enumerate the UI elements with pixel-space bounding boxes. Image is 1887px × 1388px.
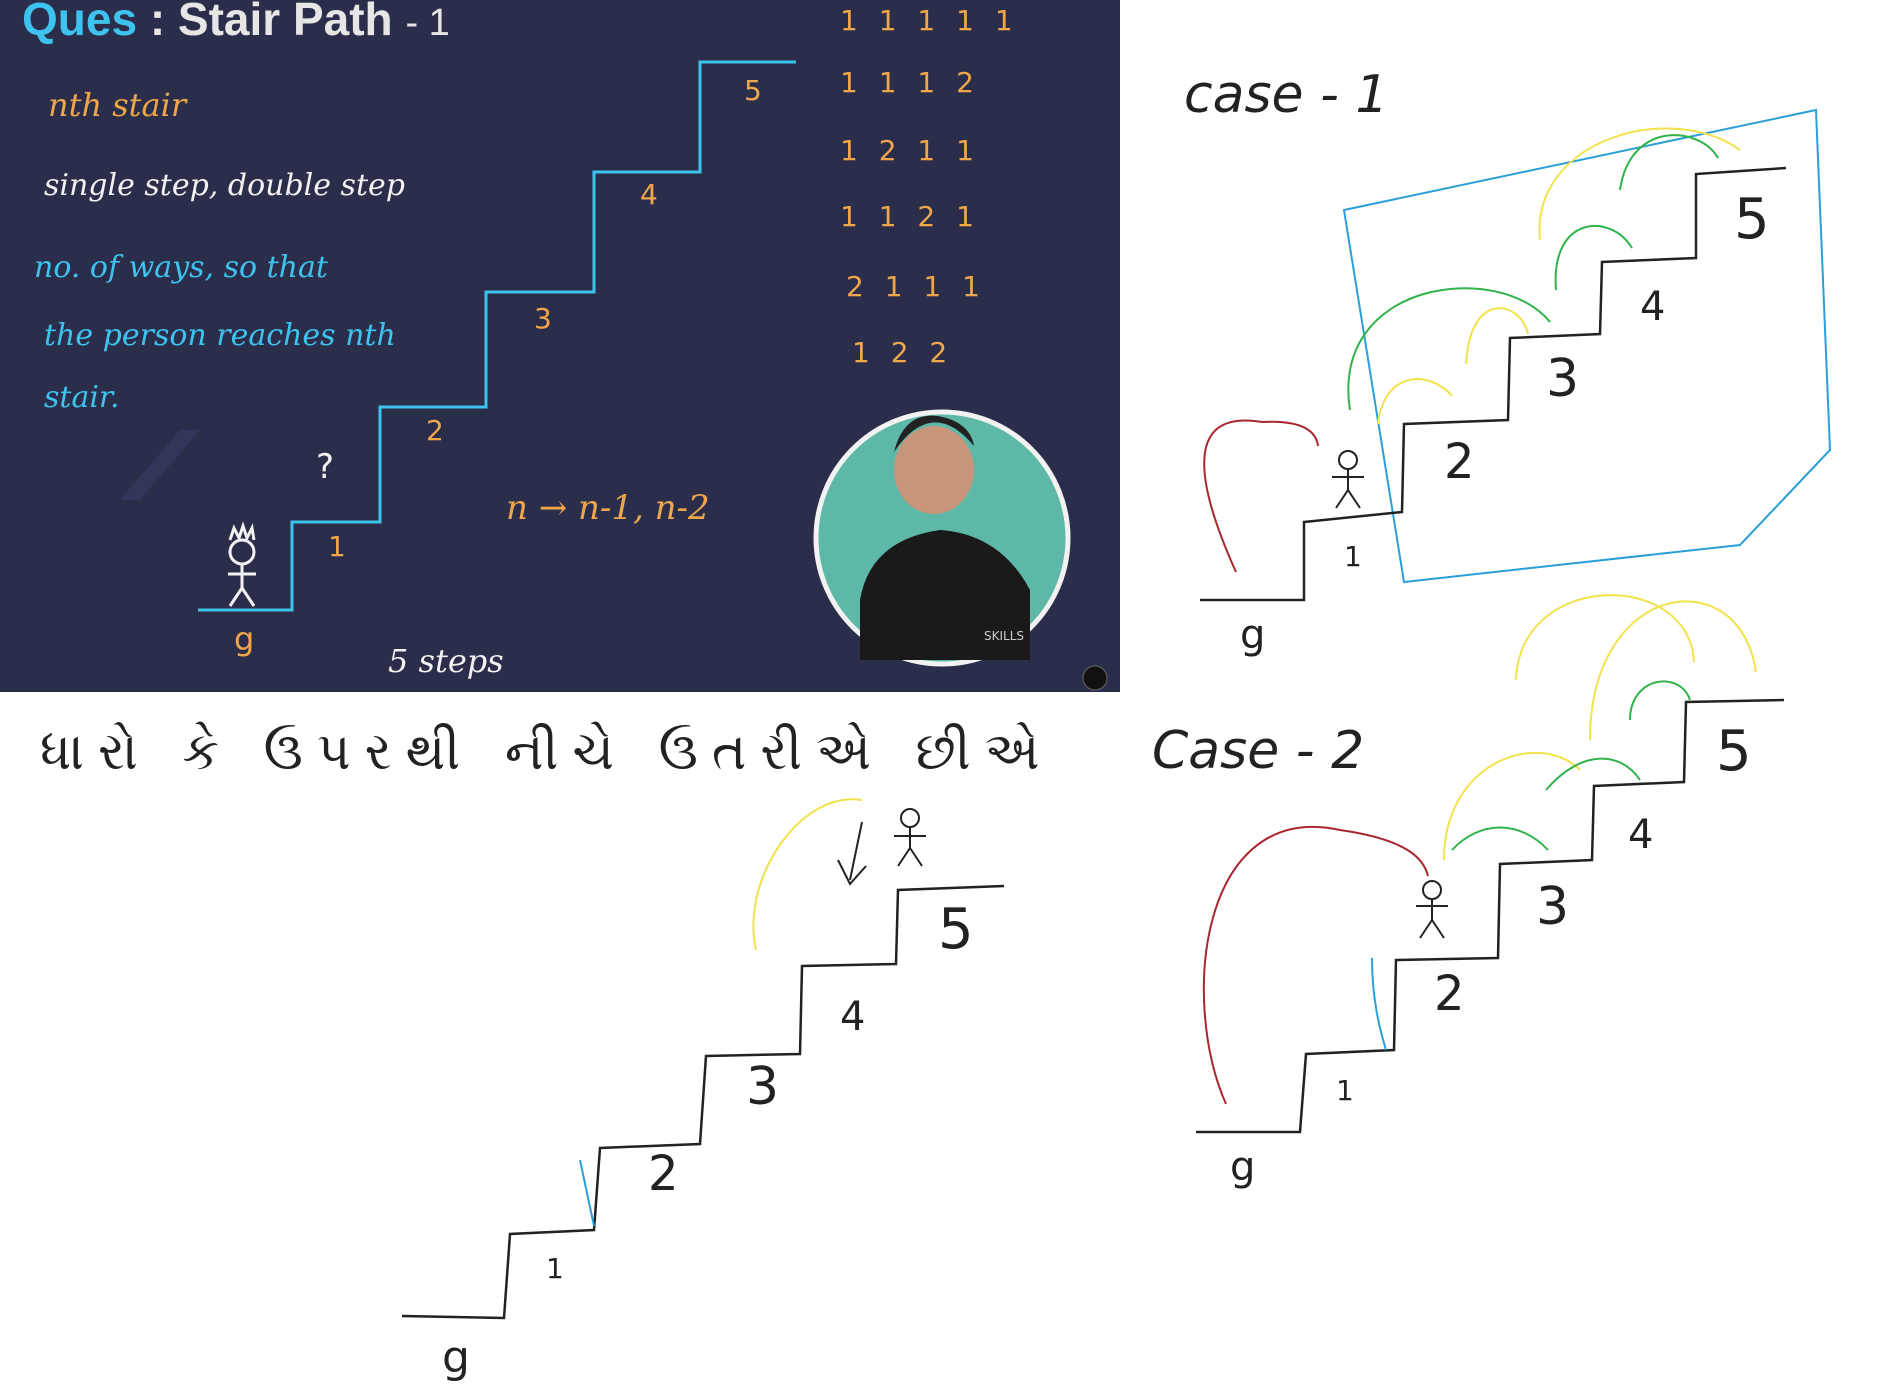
question-mark: ? [316, 447, 334, 487]
case-1-stair-5: 5 [1734, 187, 1770, 252]
case-2-yellow-arrow-b [1515, 594, 1695, 681]
case-1-red-arrow [1203, 419, 1319, 573]
shirt-badge: SKILLS [984, 629, 1024, 643]
channel-logo-icon [1082, 665, 1108, 691]
case-2-green-arrow-b [1545, 757, 1641, 791]
stair-number-2: 2 [426, 414, 444, 447]
case-2-cyan-mark [1371, 957, 1387, 1051]
case-2-yellow-arrow-a [1443, 751, 1581, 861]
stair-number-3: 3 [534, 302, 552, 335]
combo-5: 2 1 1 1 [846, 270, 986, 303]
case-2-label: Case - 2 [1152, 721, 1364, 781]
case-1-stick-figure [1332, 450, 1364, 509]
stick-figure [228, 521, 256, 607]
combo-1: 1 1 1 1 1 [840, 4, 1019, 37]
step-types-note: single step, double step [44, 168, 405, 203]
blue-staircase-line [198, 60, 796, 612]
case-1-yellow-arrow-c [1538, 127, 1741, 241]
down-arrow-icon [837, 821, 867, 886]
case-2-staircase [1196, 698, 1785, 1134]
title-main: : Stair Path [149, 0, 393, 45]
descending-stair-1: 1 [546, 1252, 564, 1285]
combo-3: 1 2 1 1 [840, 134, 980, 167]
combo-6: 1 2 2 [852, 336, 953, 369]
case-1-ground: g [1240, 612, 1265, 658]
case-2-green-arrow-a [1451, 826, 1549, 851]
nth-stair-note: nth stair [48, 86, 187, 124]
goal-line-3: stair. [44, 380, 120, 415]
descending-stair-2: 2 [648, 1146, 679, 1202]
yellow-descend-arrow [752, 798, 863, 951]
goal-line-1: no. of ways, so that [34, 250, 328, 285]
slide-staircase: ? g 1 2 3 4 5 1 1 1 1 1 1 1 1 2 1 2 1 1 … [120, 4, 1108, 691]
case-2-stair-4: 4 [1628, 812, 1653, 858]
case-2-yellow-arrow-c [1589, 600, 1757, 741]
case-1-cyan-enclosure [1342, 108, 1832, 584]
case-1-stair-3: 3 [1546, 349, 1579, 409]
recurrence-note: n → n-1, n-2 [506, 488, 710, 528]
descending-stick-figure [894, 808, 926, 867]
slide-title: Ques : Stair Path - 1 [22, 0, 450, 46]
instructor-webcam: SKILLS [813, 409, 1071, 667]
descending-staircase [401, 884, 1005, 1320]
stair-number-4: 4 [640, 178, 658, 211]
gujarati-note: ધારો કે ઉપરથી નીચે ઉતરીએ છીએ [40, 722, 1054, 782]
descending-stair-3: 3 [746, 1057, 779, 1117]
goal-line-2: the person reaches nth [44, 318, 396, 353]
descending-ground: g [442, 1332, 470, 1383]
case-2-green-arrow-c [1629, 680, 1691, 721]
case-1-stair-2: 2 [1444, 434, 1475, 490]
case-1-yellow-arrow-b [1465, 307, 1529, 365]
descending-staircase-diagram: g 1 2 3 4 5 [401, 798, 1005, 1383]
case-2-diagram: Case - 2 g 1 2 3 4 5 [1152, 594, 1785, 1190]
case-2-stair-1: 1 [1336, 1074, 1354, 1107]
case-2-stair-5: 5 [1716, 719, 1752, 784]
combo-4: 1 1 2 1 [840, 200, 980, 233]
combo-2: 1 1 1 2 [840, 66, 980, 99]
descending-stair-4: 4 [840, 994, 865, 1040]
case-2-stick-figure [1416, 880, 1448, 939]
case-1-green-arrow-b [1554, 225, 1633, 291]
stair-number-1: 1 [328, 530, 346, 563]
ground-label: g [234, 620, 254, 658]
case-1-green-arrow-c [1619, 134, 1719, 191]
case-1-stair-4: 4 [1640, 284, 1665, 330]
case-1-label: case - 1 [1184, 65, 1388, 125]
case-1-yellow-arrow-a [1377, 378, 1453, 425]
cyan-descend-mark [579, 1159, 595, 1227]
case-1-green-arrow-a [1347, 287, 1551, 411]
descending-stair-5: 5 [938, 897, 974, 962]
case-2-red-arrow [1202, 826, 1429, 1105]
title-prefix: Ques [22, 0, 138, 45]
title-suffix: - 1 [405, 2, 450, 44]
stair-number-5: 5 [744, 74, 762, 107]
case-1-staircase [1200, 166, 1787, 602]
case-2-ground: g [1230, 1144, 1255, 1190]
case-1-diagram: case - 1 g 1 2 3 4 5 [1184, 65, 1832, 658]
case-2-stair-2: 2 [1434, 966, 1465, 1022]
case-2-stair-3: 3 [1536, 877, 1569, 937]
steps-count-note: 5 steps [388, 642, 504, 680]
lecture-slide: Ques : Stair Path - 1 nth stair single s… [0, 0, 1120, 692]
case-1-stair-1: 1 [1344, 540, 1362, 573]
